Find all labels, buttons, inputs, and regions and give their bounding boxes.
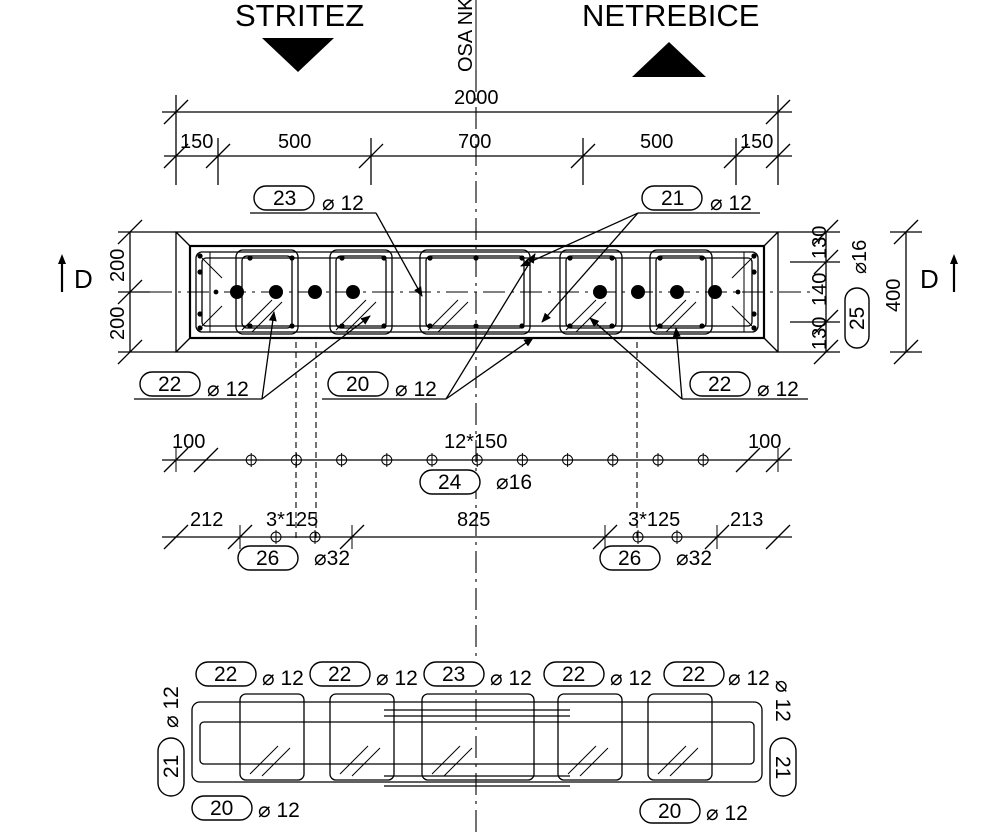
dd-bar-20-label-left: 20 bbox=[210, 797, 233, 820]
dd-bar-22-bubble-1 bbox=[195, 661, 257, 687]
direction-left-arrow bbox=[262, 38, 334, 72]
dd-bar-23-label: 23 bbox=[442, 663, 465, 686]
dim-500-right: 500 bbox=[640, 131, 673, 153]
dim-130-bottom: 130 bbox=[809, 317, 831, 350]
bar-26-bubble-right bbox=[599, 545, 661, 571]
dim-212: 212 bbox=[190, 509, 223, 531]
bar-24-diameter: ⌀16 bbox=[496, 471, 532, 494]
dim-3x125-right: 3*125 bbox=[628, 509, 680, 531]
bar-22-bubble-left bbox=[139, 371, 201, 397]
dd-bar-21-bubble-left bbox=[157, 737, 185, 797]
bar-23-bubble bbox=[253, 185, 315, 211]
dimension-height-left: 200 200 bbox=[107, 219, 176, 365]
dim-825: 825 bbox=[457, 509, 490, 531]
section-marker-left: D bbox=[58, 254, 93, 294]
dd-bar-21-bubble-right bbox=[769, 737, 797, 797]
dd-bar-22-label-4: 22 bbox=[682, 663, 705, 686]
dim-500-left: 500 bbox=[278, 131, 311, 153]
dim-100-left: 100 bbox=[172, 431, 205, 453]
dimension-height-right: 130 140 130 ⌀16 25 400 bbox=[778, 219, 922, 365]
bar-26-label-right: 26 bbox=[618, 547, 641, 570]
bar-20-bubble bbox=[327, 371, 389, 397]
bar-26-label-left: 26 bbox=[256, 547, 279, 570]
dd-bar-21-label-right: 21 bbox=[771, 756, 794, 779]
section-d-d bbox=[191, 693, 763, 787]
dimension-chain-top: 150 500 700 500 150 bbox=[163, 131, 792, 185]
section-marker-right: D bbox=[920, 254, 958, 294]
dd-bar-20-label-right: 20 bbox=[658, 800, 681, 823]
bar-22-diameter-left: ⌀ 12 bbox=[207, 378, 249, 401]
bar-22-label-right: 22 bbox=[708, 373, 731, 396]
dim-2000: 2000 bbox=[454, 87, 499, 109]
dd-bar-20-diameter-right: ⌀ 12 bbox=[706, 802, 748, 825]
bar-26-diameter-right: ⌀32 bbox=[676, 547, 712, 570]
bar-22-bubble-right bbox=[689, 371, 751, 397]
dim-150-left: 150 bbox=[180, 131, 213, 153]
dd-bar-21-diameter-right: ⌀ 12 bbox=[771, 680, 794, 722]
bar-22-label-left: 22 bbox=[158, 373, 181, 396]
bar-21-bubble bbox=[641, 185, 703, 211]
main-bar-spacing-row: 212 3*125 825 3*125 213 26 ⌀32 26 ⌀32 bbox=[162, 509, 792, 571]
dd-bar-20-bubble-left bbox=[191, 795, 253, 821]
dd-bar-21-label-left: 21 bbox=[160, 755, 183, 778]
section-marker-left-label: D bbox=[74, 264, 93, 294]
dd-bar-22-diameter-1: ⌀ 12 bbox=[262, 667, 304, 690]
dd-bar-22-label-3: 22 bbox=[562, 663, 585, 686]
dim-213: 213 bbox=[730, 509, 763, 531]
dim-100-right: 100 bbox=[748, 431, 781, 453]
dim-200-bottom: 200 bbox=[107, 307, 129, 340]
direction-right-arrow bbox=[632, 42, 706, 77]
dim-200-top: 200 bbox=[107, 249, 129, 282]
dim-140: 140 bbox=[809, 273, 831, 306]
bar-20-diameter: ⌀ 12 bbox=[395, 378, 437, 401]
bar-25-diameter: ⌀16 bbox=[849, 240, 871, 274]
direction-left-label: STRITEZ bbox=[235, 0, 364, 33]
section-marker-right-label: D bbox=[920, 264, 939, 294]
direction-right-label: NETREBICE bbox=[582, 0, 759, 33]
bar-24-label: 24 bbox=[438, 471, 462, 494]
cross-section bbox=[150, 231, 810, 353]
dd-bar-23-diameter: ⌀ 12 bbox=[490, 667, 532, 690]
dd-bar-22-diameter-4: ⌀ 12 bbox=[728, 667, 770, 690]
dd-bar-20-diameter-left: ⌀ 12 bbox=[258, 799, 300, 822]
dd-bar-22-bubble-4 bbox=[663, 661, 725, 687]
bar-21-label: 21 bbox=[661, 187, 684, 210]
bar-21-diameter: ⌀ 12 bbox=[710, 192, 752, 215]
dd-bar-20-bubble-right bbox=[639, 798, 701, 824]
dim-3x125-left: 3*125 bbox=[266, 509, 318, 531]
dd-bar-22-label-2: 22 bbox=[328, 663, 351, 686]
bar-25-label: 25 bbox=[846, 307, 869, 330]
dd-bar-23-bubble bbox=[423, 661, 485, 687]
axis-label: OSA NK bbox=[455, 0, 477, 72]
bar-24-bubble bbox=[419, 469, 481, 495]
dd-bar-22-label-1: 22 bbox=[214, 663, 237, 686]
dd-bar-22-bubble-2 bbox=[309, 661, 371, 687]
bar-26-bubble-left bbox=[237, 545, 299, 571]
dim-130-top: 130 bbox=[809, 226, 831, 259]
bar-26-diameter-left: ⌀32 bbox=[314, 547, 350, 570]
dd-bar-22-bubble-3 bbox=[543, 661, 605, 687]
dim-150-right: 150 bbox=[740, 131, 773, 153]
bar-20-label: 20 bbox=[346, 373, 369, 396]
dim-400: 400 bbox=[883, 279, 905, 312]
bar-25-bubble bbox=[844, 287, 870, 349]
bar-23-label: 23 bbox=[273, 187, 296, 210]
dd-bar-22-diameter-2: ⌀ 12 bbox=[376, 667, 418, 690]
dim-12x150: 12*150 bbox=[444, 431, 507, 453]
dim-700: 700 bbox=[458, 131, 491, 153]
dd-bar-22-diameter-3: ⌀ 12 bbox=[610, 667, 652, 690]
stirrup-spacing-row: 100 12*150 100 24 ⌀16 bbox=[162, 431, 792, 495]
dd-bar-21-diameter-left: ⌀ 12 bbox=[160, 686, 183, 728]
dimension-total: 2000 bbox=[162, 87, 792, 185]
bar-23-diameter: ⌀ 12 bbox=[322, 192, 364, 215]
bar-22-diameter-right: ⌀ 12 bbox=[757, 378, 799, 401]
